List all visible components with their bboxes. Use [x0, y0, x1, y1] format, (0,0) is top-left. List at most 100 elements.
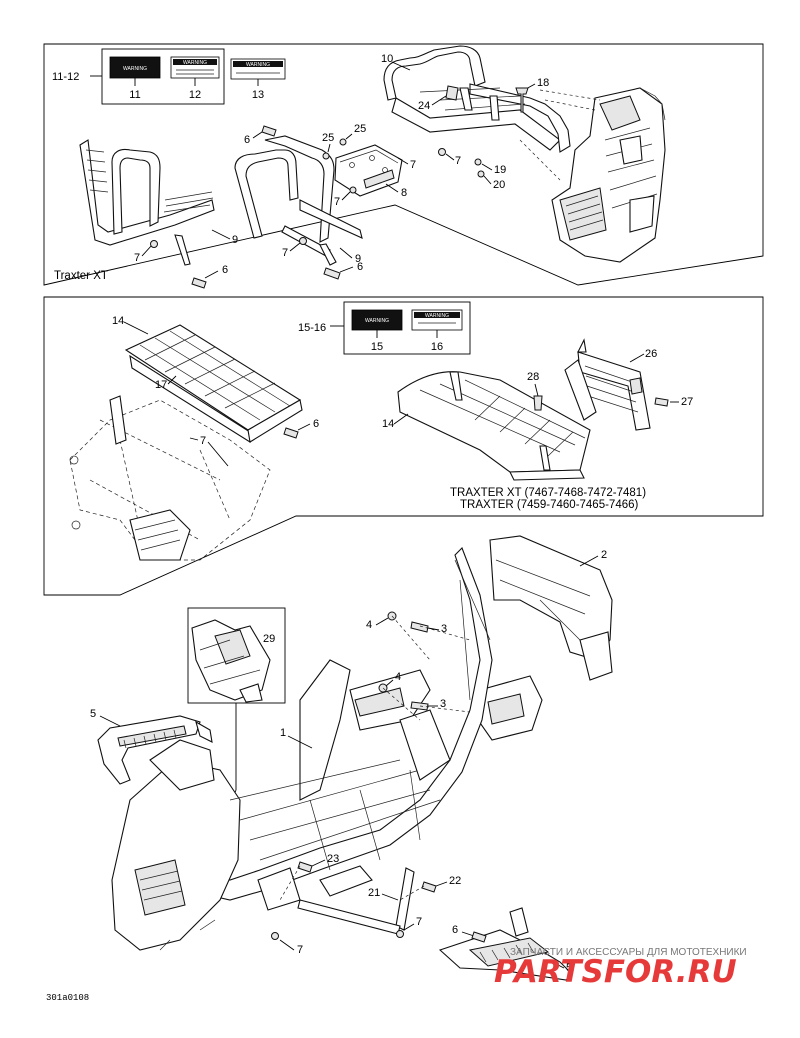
leader-14b: [393, 413, 409, 425]
decal-16-text: WARNING: [425, 313, 449, 319]
callout-11: 11: [129, 89, 140, 101]
callout-7g: 7: [416, 916, 422, 928]
callout-17: 17: [155, 379, 167, 391]
leader-21: [381, 893, 399, 901]
callout-7h: 7: [297, 944, 303, 956]
callout-7f: 7: [200, 435, 206, 447]
leader-20: [483, 175, 492, 185]
leader-7f-b: [207, 441, 229, 467]
leader-6c: [339, 266, 354, 273]
panel-top-model-label: Traxter XT: [54, 270, 108, 282]
leader-28: [534, 383, 539, 397]
callout-28: 28: [527, 371, 539, 383]
leader-9a: [211, 229, 231, 240]
leader-24: [431, 95, 447, 106]
nut-7h: [271, 932, 279, 940]
nut-7d: [150, 240, 158, 248]
support-bar-21: [297, 867, 415, 935]
leader-4b: [385, 679, 394, 687]
leader-3a: [427, 627, 440, 631]
leader-19: [481, 163, 493, 171]
leader-7a: [445, 153, 455, 161]
bolt-22: [421, 881, 437, 893]
front-bumper-left: [79, 139, 215, 266]
leader-6e: [461, 931, 475, 937]
leader-26: [629, 353, 645, 363]
bolt-6b: [191, 277, 207, 289]
frame-section-top-right: [551, 87, 666, 263]
callout-9a: 9: [232, 234, 238, 246]
bolt-6c: [323, 267, 341, 280]
callout-6b: 6: [222, 264, 228, 276]
callout-15: 15: [371, 341, 383, 353]
decal-11-text: WARNING: [123, 66, 147, 72]
leader-17: [167, 375, 177, 385]
leader-6b: [204, 270, 219, 279]
leader-7g: [403, 923, 415, 931]
callout-4b: 4: [395, 671, 401, 683]
bolt-27: [654, 397, 669, 407]
bolt-6d: [283, 427, 299, 439]
callout-7e: 7: [282, 247, 288, 259]
footrest-5-left: [97, 715, 213, 785]
callout-3b: 3: [440, 698, 446, 710]
callout-13: 13: [252, 89, 264, 101]
callout-25b: 25: [354, 123, 366, 135]
bolt-6e: [471, 931, 487, 943]
washer-25a: [322, 152, 330, 160]
leader-22: [435, 881, 448, 887]
callout-29: 29: [263, 633, 275, 645]
footrest-5-right: [438, 907, 573, 981]
decal-12-text: WARNING: [183, 60, 207, 66]
leader-25b: [345, 133, 353, 140]
panel-middle-model-line1: TRAXTER XT (7467-7468-7472-7481): [450, 487, 646, 499]
clip-24: [445, 85, 459, 101]
leader-5a: [99, 715, 121, 727]
leader-7d: [141, 244, 153, 257]
leader-6d: [297, 423, 311, 431]
frame-ghost-outline: [69, 395, 271, 561]
decal-box-15-16: [343, 301, 471, 355]
drawing-code: 301a0108: [46, 993, 89, 1003]
callout-11-12: 11-12: [52, 71, 79, 83]
callout-2: 2: [601, 549, 607, 561]
bolt-28: [533, 395, 543, 411]
callout-27: 27: [681, 396, 693, 408]
callout-1: 1: [280, 727, 286, 739]
leader-2: [579, 555, 599, 567]
callout-6d: 6: [313, 418, 319, 430]
nut-7g: [396, 930, 404, 938]
callout-23: 23: [327, 853, 339, 865]
leader-25a: [327, 143, 331, 153]
nut-7e: [299, 237, 307, 245]
middle-panel-border: [43, 296, 764, 596]
decal-15-text: WARNING: [365, 318, 389, 324]
callout-5a: 5: [90, 708, 96, 720]
washer-25b: [339, 138, 347, 146]
callout-19: 19: [494, 164, 506, 176]
decal-16-header: [414, 312, 460, 318]
callout-18: 18: [537, 77, 549, 89]
leader-7b: [397, 157, 409, 165]
callout-6c: 6: [357, 261, 363, 273]
callout-16: 16: [431, 341, 443, 353]
leader-9b: [339, 247, 353, 259]
callout-26: 26: [645, 348, 657, 360]
leader-14a: [123, 321, 149, 335]
callout-9b: 9: [355, 253, 361, 265]
nut-7c: [349, 186, 357, 194]
callout-24: 24: [418, 100, 430, 112]
leader-6a: [252, 131, 263, 139]
rear-bumper-10: [383, 45, 571, 153]
leader-7f: [189, 437, 199, 441]
watermark-brand: PARTSFOR.RU: [494, 954, 737, 990]
bolt-3b: [410, 701, 429, 711]
callout-4a: 4: [366, 619, 372, 631]
decal-13-text: WARNING: [246, 62, 270, 68]
rack-extension-26: [564, 338, 651, 431]
callout-10: 10: [381, 53, 393, 65]
callout-8: 8: [401, 187, 407, 199]
rear-rack-14-mounted: [124, 324, 303, 443]
callout-20: 20: [493, 179, 505, 191]
callout-7c: 7: [334, 196, 340, 208]
